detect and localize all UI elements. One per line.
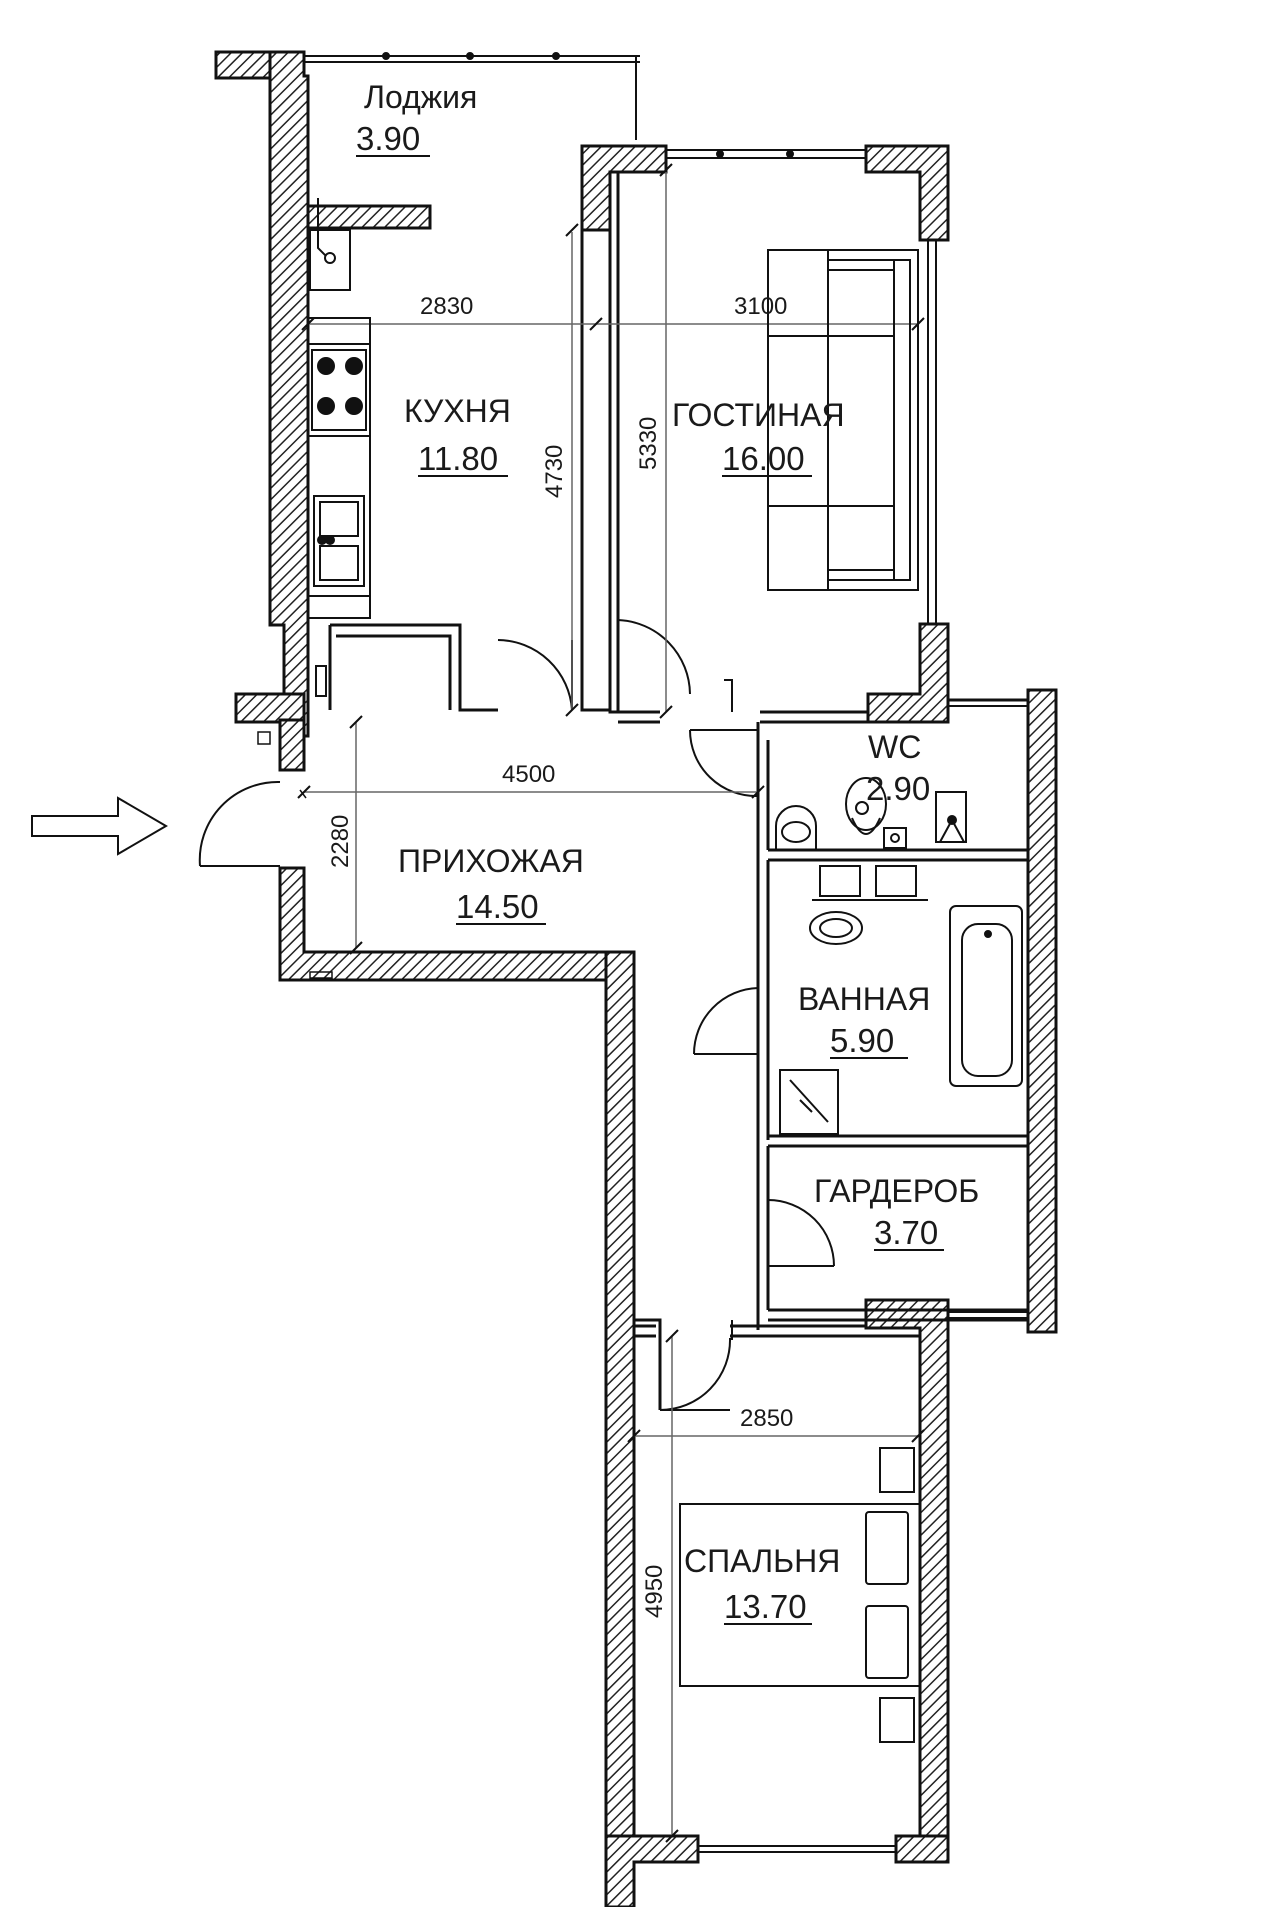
room-labels: Лоджия 3.90 КУХНЯ 11.80 ГОСТИНАЯ 16.00 W…	[356, 79, 979, 1625]
bathroom-area: 5.90	[830, 1022, 894, 1059]
kitchen-sink-icon	[313, 495, 365, 587]
nightstand-top	[879, 1447, 915, 1493]
dimension-lines	[297, 163, 925, 1843]
loggia-top-left-wall	[214, 50, 272, 80]
dimension-labels: 2830 3100 4730 5330 4500 2280 2850 4950	[327, 293, 793, 1618]
bedroom-area: 13.70	[724, 1588, 807, 1625]
bedroom-window	[698, 1845, 896, 1853]
wardrobe-name: ГАРДЕРОБ	[814, 1173, 979, 1209]
wc-fixtures	[775, 777, 967, 850]
kitchen-area: 11.80	[418, 440, 498, 477]
wc-door-arc	[689, 729, 759, 798]
loggia-name: Лоджия	[364, 79, 477, 115]
loggia-area: 3.90	[356, 120, 420, 157]
bedroom-depth-label: 4950	[641, 1565, 668, 1618]
bath-door-arc	[693, 987, 759, 1055]
kitchen-width-label: 2830	[420, 293, 473, 320]
living-side-window	[927, 240, 937, 624]
bedroom-door-arc	[659, 1337, 732, 1411]
living-sofa	[767, 249, 919, 591]
kitchen-left-wall	[216, 50, 310, 738]
loggia-partition-wall	[306, 204, 432, 230]
bedroom-width-label: 2850	[740, 1405, 793, 1432]
stove-icon	[311, 349, 367, 431]
bath-sink-icon	[809, 911, 863, 945]
wet-zone-right-wall	[1026, 688, 1058, 1334]
corridor-left-wall	[604, 950, 636, 1907]
living-depth-label: 5330	[635, 417, 662, 470]
living-name: ГОСТИНАЯ	[672, 397, 845, 433]
exterior-walls	[214, 50, 1058, 1907]
kitchen-counter	[307, 317, 371, 619]
entry-door-arc	[198, 780, 281, 867]
bathtub-icon	[949, 905, 1023, 1087]
bedroom-bottom-right-wall	[894, 1834, 950, 1864]
doors	[198, 619, 835, 1411]
living-area: 16.00	[722, 440, 805, 477]
bedroom-name: СПАЛЬНЯ	[684, 1543, 840, 1579]
pillow-top	[865, 1511, 909, 1585]
wc-sink-icon	[775, 805, 817, 850]
hallway-width-label: 4500	[502, 761, 555, 788]
living-window	[666, 149, 866, 159]
windows	[304, 52, 1028, 1853]
kitchen-name: КУХНЯ	[404, 393, 511, 429]
entrance-arrow-icon	[31, 796, 168, 856]
hallway-name: ПРИХОЖАЯ	[398, 843, 584, 879]
sofa-icon	[767, 249, 919, 591]
kitchen-depth-label: 4730	[541, 445, 568, 498]
hallway-depth-label: 2280	[327, 815, 354, 868]
bathroom-name: ВАННАЯ	[798, 981, 930, 1017]
interior-partitions	[328, 170, 1028, 1410]
wardrobe-door-arc	[767, 1199, 835, 1267]
bedroom-furniture	[679, 1447, 921, 1743]
wc-name: WC	[868, 729, 921, 765]
bed-icon	[679, 1503, 921, 1687]
bidet-icon	[935, 791, 967, 843]
entry-upper-wall	[278, 718, 306, 772]
living-top-left-wall	[580, 144, 668, 232]
kitchen-living-partition	[580, 228, 612, 712]
washing-machine-icon	[779, 1069, 839, 1135]
kitchen-fixtures	[307, 198, 371, 697]
wardrobe-area: 3.70	[874, 1214, 938, 1251]
pillow-bottom	[865, 1605, 909, 1679]
living-top-right-wall	[864, 144, 950, 242]
kitchen-door-arc	[497, 639, 573, 711]
nightstand-bottom	[879, 1697, 915, 1743]
wc-area: 2.90	[866, 770, 930, 807]
living-width-label: 3100	[734, 293, 787, 320]
bedroom-bottom-left-wall	[604, 1834, 700, 1907]
living-right-lower-wall	[866, 622, 950, 724]
kitchen-bottom-left-wall	[234, 692, 306, 724]
living-door-arc	[617, 619, 691, 695]
hallway-area: 14.50	[456, 888, 539, 925]
bathroom-fixtures	[779, 865, 1023, 1135]
